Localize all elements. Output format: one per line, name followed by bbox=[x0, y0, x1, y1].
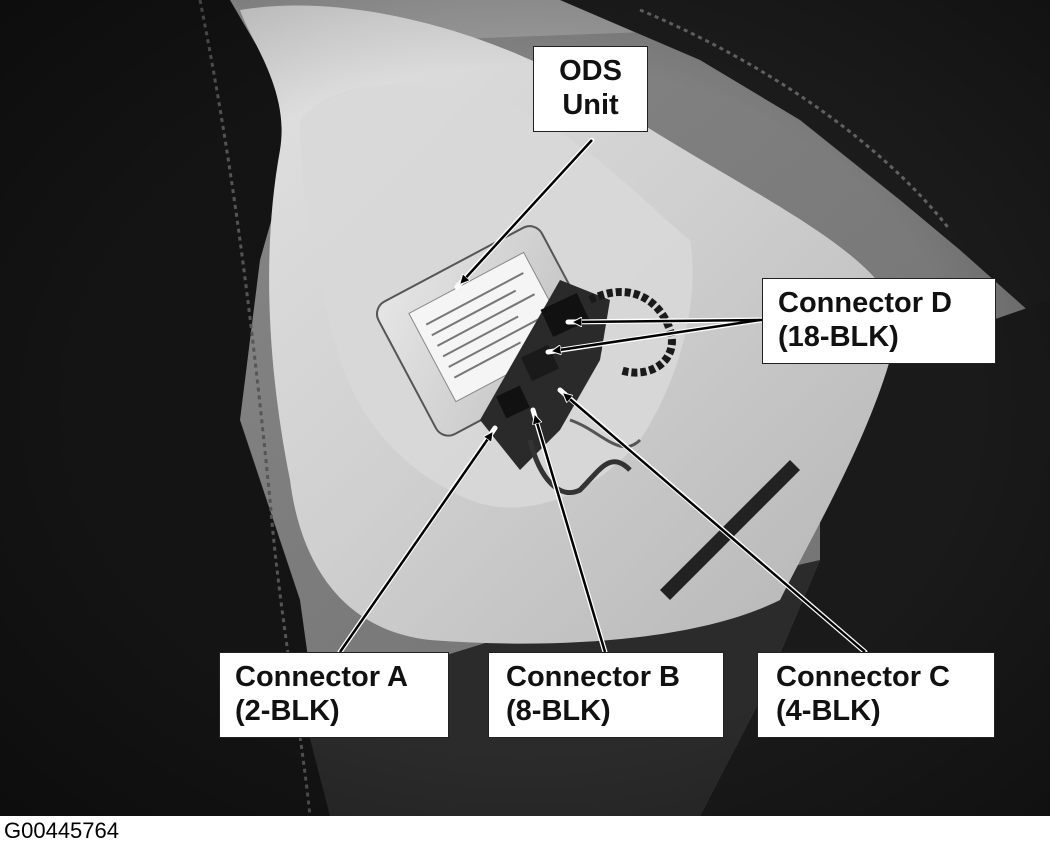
ods-unit-label: ODS Unit bbox=[533, 54, 648, 122]
connector-b-label-line1: Connector B bbox=[506, 661, 680, 693]
figure-id: G00445764 bbox=[4, 818, 119, 843]
connector-a-label-line1: Connector A bbox=[235, 661, 408, 693]
ods-unit-label-line1: ODS bbox=[559, 55, 622, 87]
connector-a-callout-box bbox=[219, 652, 449, 738]
connector-c-label-line1: Connector C bbox=[776, 661, 950, 693]
connector-d-label-line2: (18-BLK) bbox=[778, 321, 899, 353]
ods-unit-label-line2: Unit bbox=[562, 89, 619, 121]
connector-b-label-line2: (8-BLK) bbox=[506, 695, 611, 727]
connector-c-callout-box bbox=[757, 652, 995, 738]
connector-b-callout-box bbox=[488, 652, 724, 738]
connector-c-label: Connector C (4-BLK) bbox=[776, 660, 950, 728]
connector-d-label-line1: Connector D bbox=[778, 287, 952, 319]
connector-d-callout-box bbox=[762, 278, 996, 364]
connector-c-label-line2: (4-BLK) bbox=[776, 695, 881, 727]
connector-d-label: Connector D (18-BLK) bbox=[778, 286, 952, 354]
connector-a-label: Connector A (2-BLK) bbox=[235, 660, 408, 728]
connector-a-label-line2: (2-BLK) bbox=[235, 695, 340, 727]
connector-b-label: Connector B (8-BLK) bbox=[506, 660, 680, 728]
ods-unit-callout-box bbox=[533, 46, 648, 132]
ods-unit-photo bbox=[0, 0, 1050, 816]
